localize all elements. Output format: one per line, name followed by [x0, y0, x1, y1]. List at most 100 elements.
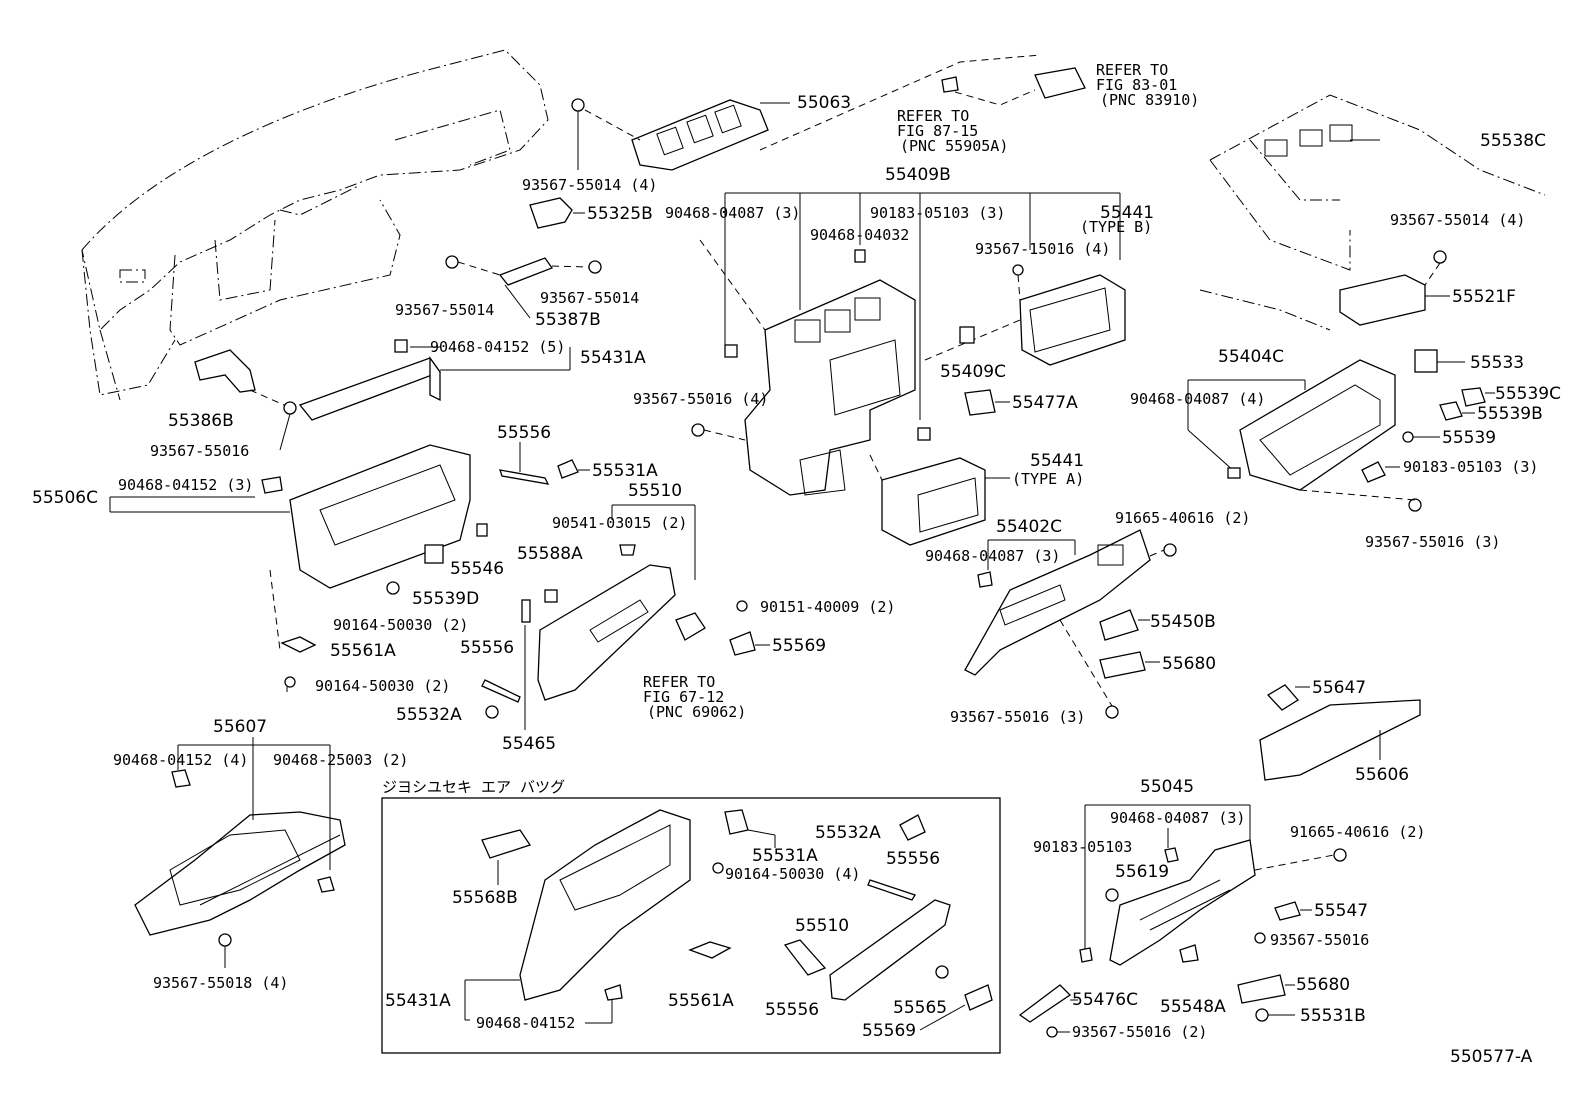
label-refer-67-12-3: (PNC 69062)	[647, 703, 746, 721]
part-55404C-bezel	[1187, 359, 1396, 491]
label-55532A-b: 55532A	[815, 823, 881, 843]
label-55533: 55533	[1470, 353, 1524, 373]
part-55431A-airbag-panel	[464, 809, 691, 1021]
label-55561A-b: 55561A	[668, 991, 734, 1011]
label-90468-04152-3: 90468-04152 (3)	[118, 476, 253, 494]
part-55532A-airbag	[899, 814, 926, 841]
part-55431A-garnish	[298, 339, 571, 421]
part-55441-type-b	[924, 264, 1126, 366]
label-55477A: 55477A	[1012, 393, 1078, 413]
label-55606: 55606	[1355, 765, 1409, 785]
label-55548A: 55548A	[1160, 997, 1226, 1017]
label-refer-67-12-1: REFER TO	[643, 673, 715, 691]
label-90468-04087-4: 90468-04087 (4)	[1130, 390, 1265, 408]
label-55325B: 55325B	[587, 204, 653, 224]
label-55569b: 55569	[862, 1021, 916, 1041]
label-90183-05103-3a: 90183-05103 (3)	[870, 204, 1005, 222]
label-90468-04087-3c: 90468-04087 (3)	[1110, 809, 1245, 827]
label-55476C: 55476C	[1072, 990, 1138, 1010]
label-55404C: 55404C	[1218, 347, 1284, 367]
part-labels: 55063 93567-55014 (4) 55325B 93567-55014…	[32, 61, 1561, 1067]
part-55476C	[1018, 984, 1078, 1038]
label-55506C: 55506C	[32, 488, 98, 508]
label-55441-type-a: (TYPE A)	[1012, 470, 1084, 488]
label-refer-83-01-3: (PNC 83910)	[1100, 91, 1199, 109]
part-55561A-airbag	[585, 941, 732, 1024]
label-93567-55016-2: 93567-55016 (2)	[1072, 1023, 1207, 1041]
label-refer-67-12-2: FIG 67-12	[643, 688, 724, 706]
label-90151-40009-2: 90151-40009 (2)	[760, 598, 895, 616]
label-55431A-b: 55431A	[385, 991, 451, 1011]
part-55045-panel	[1079, 804, 1347, 966]
label-55556c: 55556	[886, 849, 940, 869]
label-55556a: 55556	[497, 423, 551, 443]
part-55548A	[1179, 944, 1199, 963]
label-55539B: 55539B	[1477, 404, 1543, 424]
part-55510-airbag-glovebox	[783, 879, 993, 1031]
label-55387B: 55387B	[535, 310, 601, 330]
label-90468-04087-3b: 90468-04087 (3)	[925, 547, 1060, 565]
label-55538C: 55538C	[1480, 131, 1546, 151]
part-55506C-glove-box-door	[109, 444, 488, 692]
label-93567-15016-4: 93567-15016 (4)	[975, 240, 1110, 258]
part-55450B	[1099, 609, 1150, 641]
label-55619: 55619	[1115, 862, 1169, 882]
label-55531A-b: 55531A	[752, 846, 818, 866]
label-55441-a: 55441	[1030, 451, 1084, 471]
label-55680a: 55680	[1162, 654, 1216, 674]
label-55531A: 55531A	[592, 461, 658, 481]
part-55568B	[481, 829, 532, 885]
label-refer-87-15-1: REFER TO	[897, 107, 969, 125]
part-55386B-bracket	[194, 349, 297, 451]
label-93567-55016-3b: 93567-55016 (3)	[950, 708, 1085, 726]
label-55588A: 55588A	[517, 544, 583, 564]
part-55556-rod-upper	[499, 442, 590, 485]
label-55568B: 55568B	[452, 888, 518, 908]
label-90164-50030-4: 90164-50030 (4)	[725, 865, 860, 883]
label-55547: 55547	[1314, 901, 1368, 921]
label-93567-55016-3a: 93567-55016 (3)	[1365, 533, 1500, 551]
part-83910-switch	[759, 54, 1086, 151]
label-55510: 55510	[628, 481, 682, 501]
label-93567-55014b: 93567-55014	[540, 289, 639, 307]
part-55409B-cluster-finish	[691, 192, 1121, 496]
label-90468-04152-5: 90468-04152 (5)	[430, 338, 565, 356]
label-93567-55016a: 93567-55016	[150, 442, 249, 460]
label-55409B: 55409B	[885, 165, 951, 185]
label-90164-50030-2a: 90164-50030 (2)	[333, 616, 468, 634]
part-55510-glove-box	[521, 504, 770, 701]
label-55539: 55539	[1442, 428, 1496, 448]
label-55063: 55063	[797, 93, 851, 113]
label-55045: 55045	[1140, 777, 1194, 797]
label-90164-50030-2b: 90164-50030 (2)	[315, 677, 450, 695]
airbag-detail-box	[381, 797, 1001, 1054]
part-55607-box	[134, 737, 346, 968]
label-refer-83-01-2: FIG 83-01	[1096, 76, 1177, 94]
part-55606-duct	[1259, 684, 1421, 781]
label-55450B: 55450B	[1150, 612, 1216, 632]
part-55402C-lower-panel	[964, 529, 1177, 676]
label-55680b: 55680	[1296, 975, 1350, 995]
diagram-code: 550577-A	[1450, 1047, 1533, 1067]
airbag-box-title: ジヨシユセキ エア バツグ	[382, 778, 565, 796]
label-90468-04032: 90468-04032	[810, 226, 909, 244]
label-93567-55016-4: 93567-55016 (4)	[633, 390, 768, 408]
label-55556d: 55556	[765, 1000, 819, 1020]
label-55569: 55569	[772, 636, 826, 656]
label-90468-04152: 90468-04152	[476, 1014, 575, 1032]
label-90541-03015-2: 90541-03015 (2)	[552, 514, 687, 532]
part-55680-lower	[1237, 974, 1295, 1004]
label-refer-87-15-3: (PNC 55905A)	[900, 137, 1008, 155]
label-93567-55014a: 93567-55014	[395, 301, 494, 319]
part-55441-type-a	[869, 454, 1010, 546]
part-55409C-clip	[959, 326, 975, 344]
part-55325B-bracket	[529, 197, 585, 229]
part-55680-upper	[1059, 619, 1160, 719]
label-55556b: 55556	[460, 638, 514, 658]
label-55607: 55607	[213, 717, 267, 737]
label-90183-05103: 90183-05103	[1033, 838, 1132, 856]
label-55565: 55565	[893, 998, 947, 1018]
label-93567-55014-4a: 93567-55014 (4)	[522, 176, 657, 194]
label-55539C: 55539C	[1495, 384, 1561, 404]
part-55547	[1254, 901, 1312, 944]
